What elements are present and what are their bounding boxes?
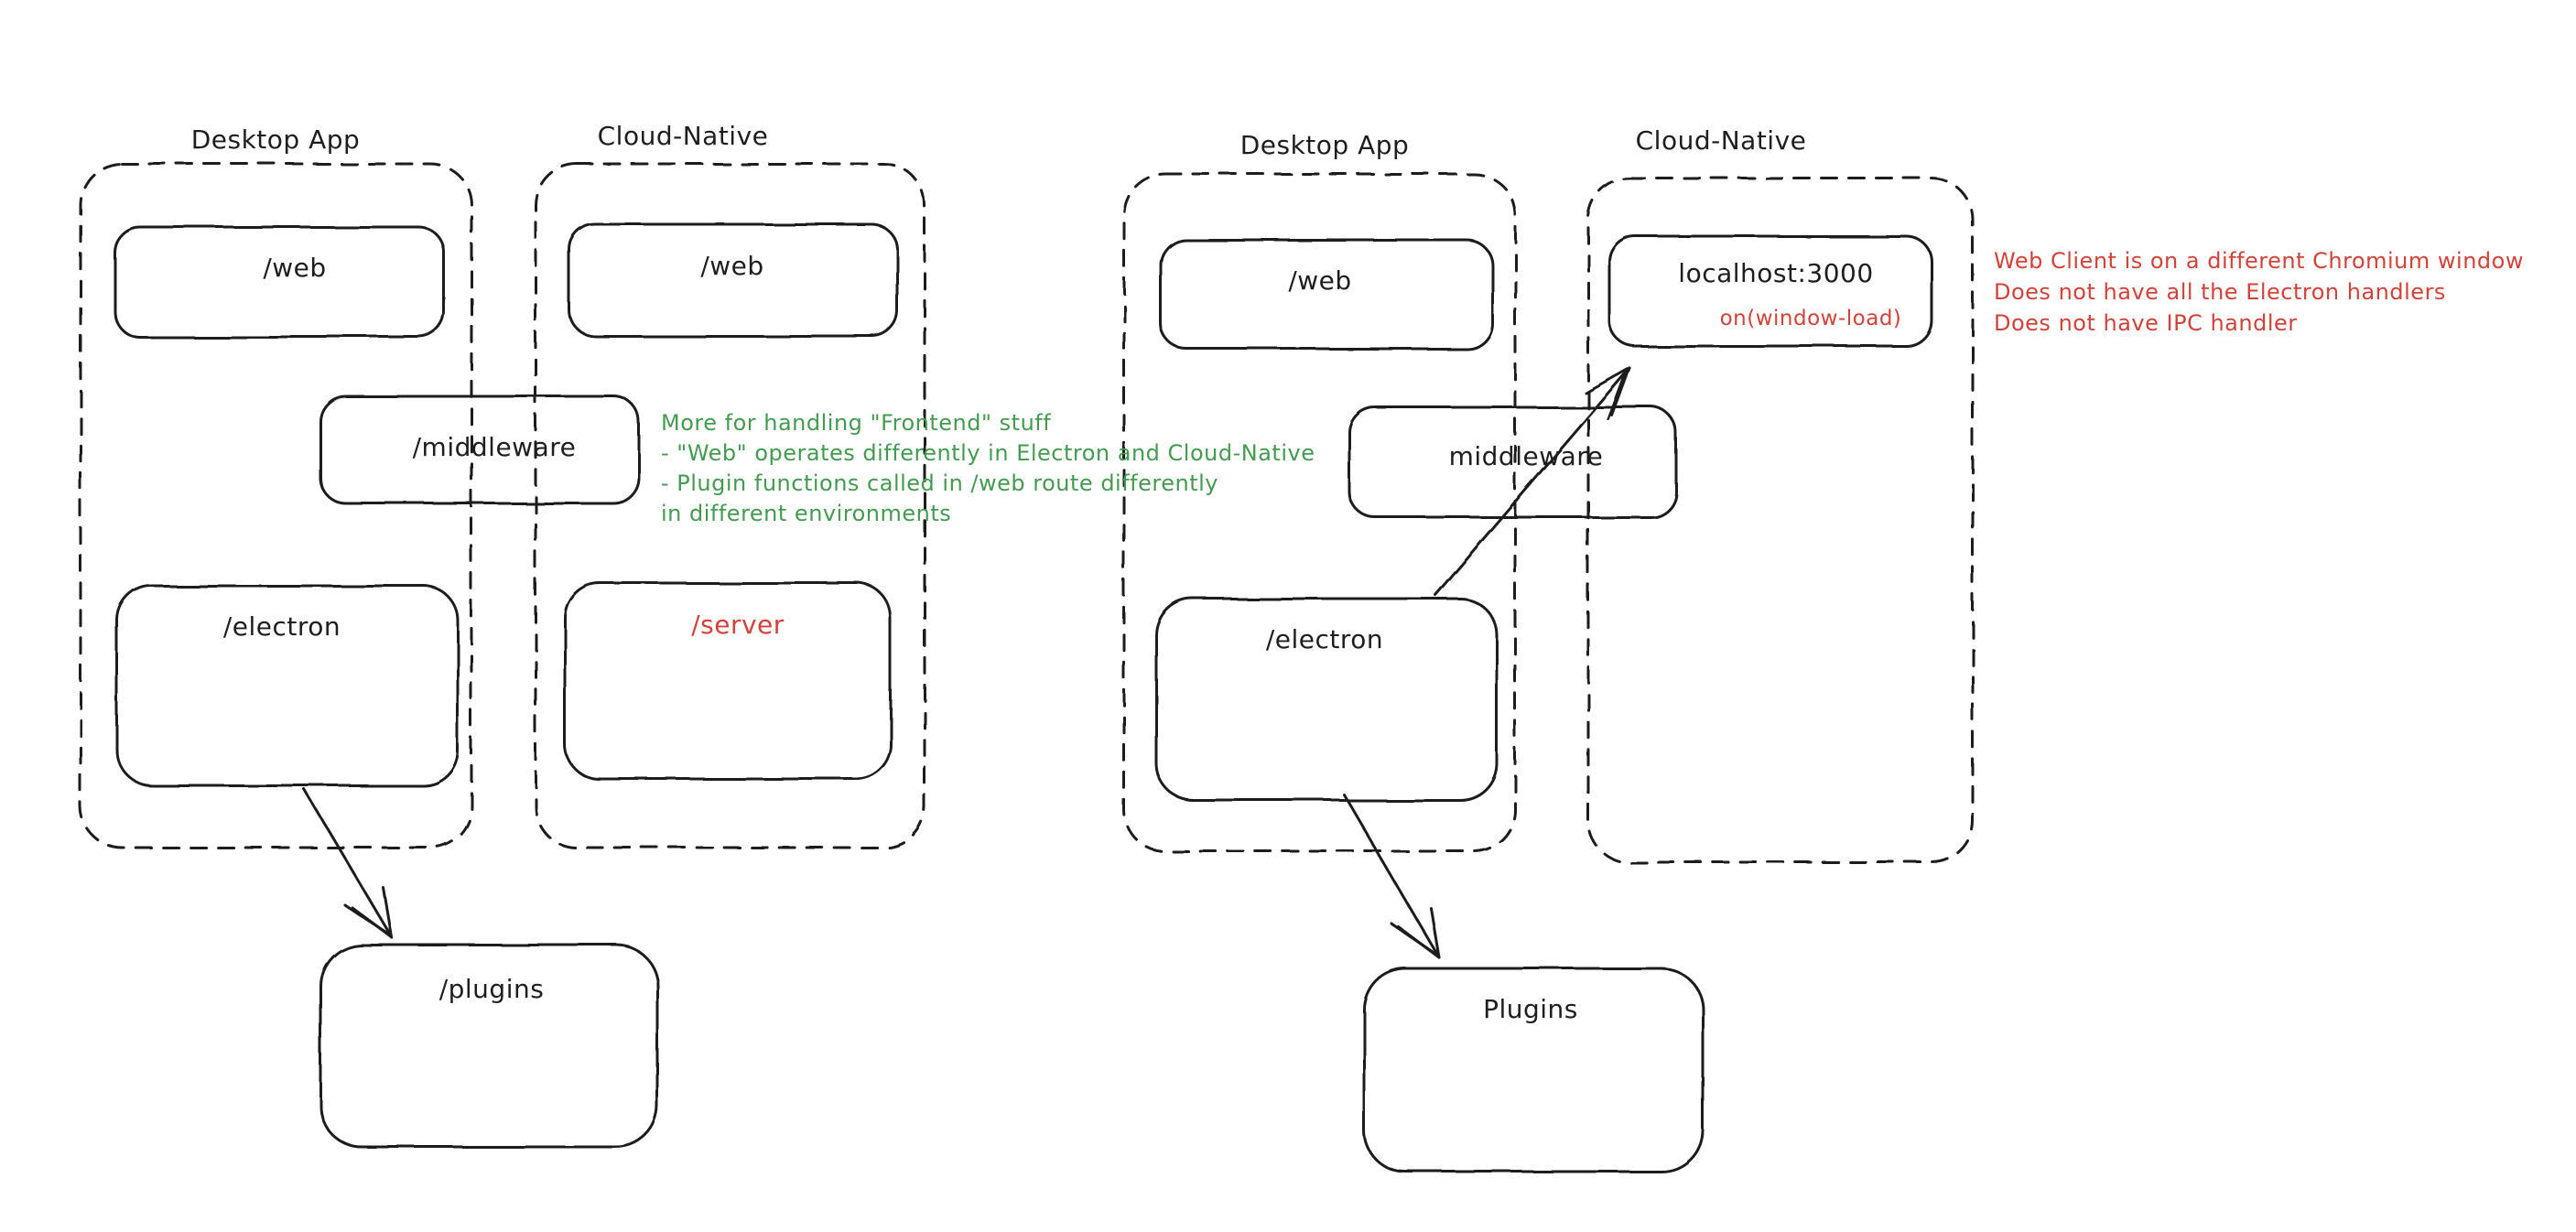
- right-electron-box: [1154, 597, 1499, 802]
- right-plugins-label: Plugins: [1483, 994, 1578, 1024]
- right-desktop-app-title: Desktop App: [1240, 130, 1410, 160]
- left-server-box: [563, 581, 893, 781]
- left-desktop-app-title: Desktop App: [191, 124, 361, 155]
- right-plugins-box: [1362, 967, 1705, 1173]
- left-middleware-box: [319, 394, 641, 505]
- left-web-desktop-box: [113, 225, 446, 339]
- right-middleware-box: [1348, 405, 1678, 519]
- left-web-cloud-box: [568, 222, 899, 338]
- green-note-line-1: More for handling "Frontend" stuff: [661, 410, 1051, 436]
- right-cloud-native-title: Cloud-Native: [1636, 125, 1807, 156]
- arrow-right-electron-to-localhost: [1434, 366, 1631, 597]
- right-on-window-load-label: on(window-load): [1720, 307, 1902, 330]
- left-web-cloud-label: /web: [700, 251, 763, 281]
- red-note-line-3: Does not have IPC handler: [1994, 310, 2298, 336]
- right-middleware-label: middleware: [1449, 441, 1604, 471]
- left-plugins-box: [319, 943, 659, 1149]
- green-note-line-2: - "Web" operates differently in Electron…: [661, 440, 1315, 466]
- green-note-line-3: - Plugin functions called in /web route …: [661, 470, 1218, 496]
- left-plugins-label: /plugins: [439, 974, 545, 1004]
- right-electron-label: /electron: [1266, 624, 1383, 654]
- left-cloud-native-container: [534, 162, 926, 849]
- right-cloud-native-container: [1586, 177, 1975, 864]
- red-note-line-2: Does not have all the Electron handlers: [1994, 279, 2446, 305]
- arrow-right-electron-to-plugins: [1342, 793, 1441, 959]
- left-electron-box: [115, 584, 460, 787]
- left-electron-label: /electron: [223, 611, 341, 642]
- red-note-line-1: Web Client is on a different Chromium wi…: [1994, 248, 2524, 274]
- right-web-box: [1159, 238, 1494, 351]
- left-middleware-label: /middleware: [413, 432, 577, 462]
- left-cloud-native-title: Cloud-Native: [598, 121, 769, 151]
- right-web-label: /web: [1288, 265, 1351, 296]
- arrow-left-electron-to-plugins: [302, 787, 394, 939]
- green-note-line-4: in different environments: [661, 501, 951, 526]
- right-localhost-label: localhost:3000: [1678, 258, 1873, 288]
- left-server-label: /server: [691, 610, 785, 640]
- left-desktop-app-container: [79, 162, 473, 849]
- left-web-desktop-label: /web: [263, 253, 326, 283]
- right-localhost-box: [1607, 234, 1933, 348]
- right-desktop-app-container: [1122, 172, 1517, 853]
